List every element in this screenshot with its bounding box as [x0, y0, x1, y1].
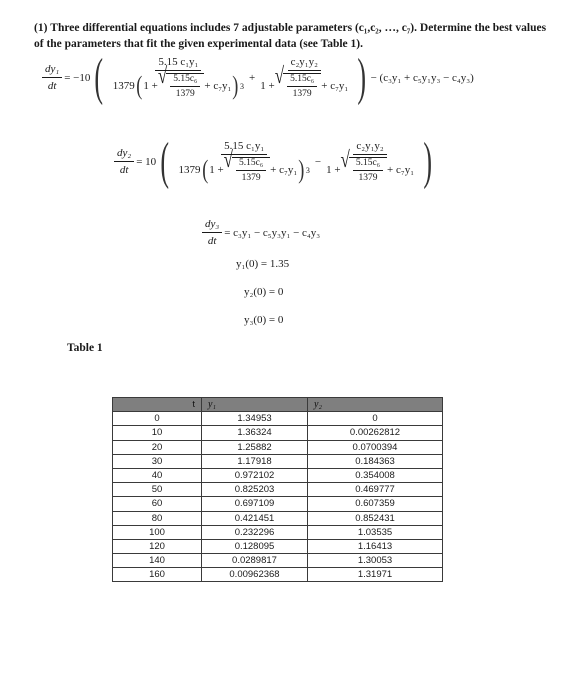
cell-y1: 1.17918 [201, 453, 308, 469]
cell-t: 140 [112, 553, 202, 569]
cell-y1: 1.25882 [201, 439, 308, 455]
cell-y1: 0.972102 [201, 467, 308, 484]
eq1-lhs: dy₁ dt [42, 63, 63, 92]
cell-t: 30 [112, 453, 202, 469]
header-y2: y₂ [307, 396, 443, 413]
cell-y2: 0.184363 [307, 453, 443, 469]
equation-dy1: dy₁ dt = −10 ( 5.15 c₁y₁ 1379 (1 + √5.15… [40, 51, 474, 103]
header-y1: y₁ [201, 396, 308, 413]
eq1-tail: − (c₃y₁ + c₅y₁y₃ − c₄y₃) [370, 71, 474, 84]
problem-params: (c₁,c₂, …, c₇) [354, 22, 415, 34]
initial-condition-y2: y₂(0) = 0 [244, 286, 284, 298]
cell-y2: 0.469777 [307, 482, 443, 498]
cell-t: 100 [112, 524, 202, 540]
cell-y1: 0.421451 [201, 510, 308, 526]
eq2-coef: = 10 [136, 155, 157, 168]
cell-t: 0 [112, 411, 202, 427]
cell-y1: 0.825203 [201, 482, 308, 498]
cell-t: 20 [112, 439, 202, 455]
cell-y2: 1.31971 [307, 567, 443, 583]
problem-text-end: ). [356, 38, 363, 50]
initial-condition-y3: y₃(0) = 0 [244, 314, 284, 326]
problem-text-before: Three differential equations includes 7 … [50, 22, 355, 34]
cell-y1: 0.697109 [201, 496, 308, 512]
cell-t: 10 [112, 425, 202, 441]
table-reference: Table 1 [320, 38, 357, 50]
equation-dy2: dy₂ dt = 10 ( 5.15 c₁y₁ 1379 (1 + √5.15c… [112, 135, 436, 187]
cell-y1: 0.00962368 [201, 567, 308, 583]
equation-dy3: dy₃ dt = c₃y₁ − c₅y₃y₁ − c₄y₃ [200, 218, 320, 247]
cell-y2: 1.30053 [307, 553, 443, 569]
header-t: t [112, 396, 202, 413]
eq2-lhs: dy₂ dt [114, 147, 135, 176]
cell-y2: 1.16413 [307, 538, 443, 555]
cell-t: 60 [112, 496, 202, 512]
cell-y1: 1.36324 [201, 425, 308, 441]
cell-t: 40 [112, 467, 202, 484]
cell-y2: 0.354008 [307, 467, 443, 484]
cell-y1: 0.0289817 [201, 553, 308, 569]
cell-y2: 1.03535 [307, 524, 443, 540]
cell-t: 120 [112, 538, 202, 555]
cell-t: 50 [112, 482, 202, 498]
cell-t: 80 [112, 510, 202, 526]
eq1-coef: = −10 [64, 71, 91, 84]
table-label: Table 1 [67, 342, 103, 354]
cell-y2: 0 [307, 411, 443, 427]
table-header-row: t y₁ y₂ [112, 396, 443, 413]
cell-y2: 0.0700394 [307, 439, 443, 455]
cell-y1: 1.34953 [201, 411, 308, 427]
eq3-rhs: = c₃y₁ − c₅y₃y₁ − c₄y₃ [224, 226, 321, 239]
cell-y1: 0.232296 [201, 524, 308, 540]
eq3-lhs: dy₃ dt [202, 218, 223, 247]
initial-condition-y1: y₁(0) = 1.35 [236, 258, 290, 270]
cell-y2: 0.607359 [307, 496, 443, 512]
cell-t: 160 [112, 567, 202, 583]
problem-text-after: . Determine the best values of the param… [34, 22, 547, 50]
cell-y1: 0.128095 [201, 538, 308, 555]
problem-statement: (1) Three differential equations include… [34, 20, 554, 52]
problem-number: (1) [34, 22, 48, 34]
cell-y2: 0.00262812 [307, 425, 443, 441]
cell-y2: 0.852431 [307, 510, 443, 526]
